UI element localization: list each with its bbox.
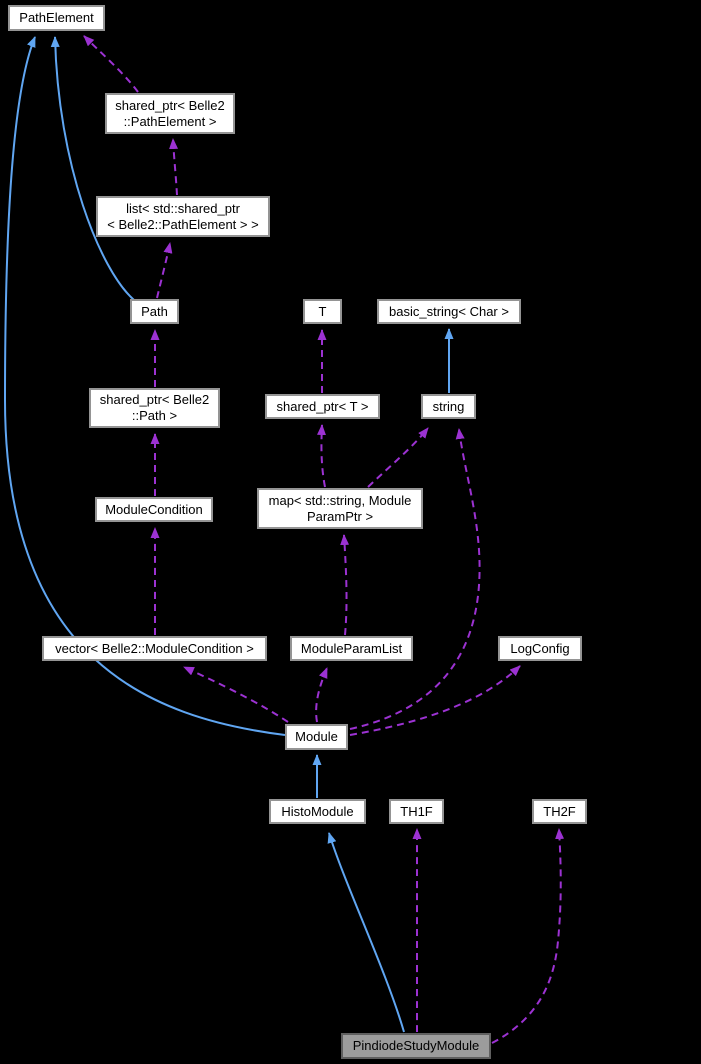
node-th1f[interactable]: TH1F (389, 799, 444, 824)
node-th2f[interactable]: TH2F (532, 799, 587, 824)
node-shared-ptr-t[interactable]: shared_ptr< T > (265, 394, 380, 419)
node-module[interactable]: Module (285, 724, 348, 750)
node-basic-string[interactable]: basic_string< Char > (377, 299, 521, 324)
edge-path-to-list (156, 242, 173, 299)
edge-module-to-pathelement (3, 36, 286, 736)
edge-map-to-string (367, 427, 429, 488)
node-pindiodestudymodule[interactable]: PindiodeStudyModule (341, 1033, 491, 1059)
node-pathelement[interactable]: PathElement (8, 5, 105, 31)
node-t[interactable]: T (303, 299, 342, 324)
edge-sptrpathelement-to-pathelement (83, 35, 139, 93)
node-shared-ptr-path[interactable]: shared_ptr< Belle2 ::Path > (89, 388, 220, 428)
edge-module-to-string (349, 428, 481, 730)
edge-moduleparamlist-to-map (340, 534, 350, 636)
edge-module-to-moduleparamlist (315, 667, 328, 723)
edge-map-to-sptrt (317, 424, 327, 488)
edge-pindiodestudymodule-to-histomodule (327, 832, 405, 1033)
node-moduleparamlist[interactable]: ModuleParamList (290, 636, 413, 661)
edge-path-to-pathelement (50, 36, 135, 301)
edge-list-to-sptrpathelement (169, 138, 179, 196)
node-list-shared-ptr-pathelement[interactable]: list< std::shared_ptr < Belle2::PathElem… (96, 196, 270, 237)
edge-module-to-vector (183, 666, 289, 723)
node-vector-modulecondition[interactable]: vector< Belle2::ModuleCondition > (42, 636, 267, 661)
node-logconfig[interactable]: LogConfig (498, 636, 582, 661)
node-histomodule[interactable]: HistoModule (269, 799, 366, 824)
edge-pindiodestudymodule-to-th2f (491, 828, 565, 1044)
node-string[interactable]: string (421, 394, 476, 419)
node-shared-ptr-pathelement[interactable]: shared_ptr< Belle2 ::PathElement > (105, 93, 235, 134)
node-path[interactable]: Path (130, 299, 179, 324)
node-modulecondition[interactable]: ModuleCondition (95, 497, 213, 522)
edge-module-to-logconfig (349, 665, 521, 736)
node-map-moduleparamptr[interactable]: map< std::string, Module ParamPtr > (257, 488, 423, 529)
